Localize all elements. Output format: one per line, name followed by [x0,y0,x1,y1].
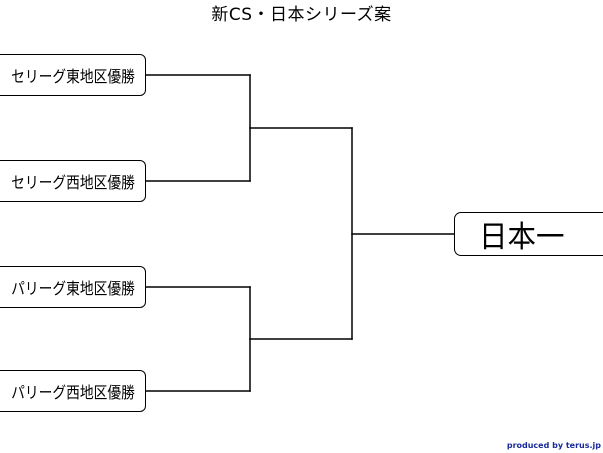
team-box-central-west: セリーグ西地区優勝 [0,160,146,202]
team-box-central-east: セリーグ東地区優勝 [0,54,146,96]
champion-label: 日本一 [479,220,565,255]
team-label-central-west: セリーグ西地区優勝 [11,173,135,192]
team-box-pacific-west: パリーグ西地区優勝 [0,370,146,412]
credit-text: produced by terus.jp [506,441,601,450]
champion-box: 日本一 [454,212,603,256]
team-label-central-east: セリーグ東地区優勝 [11,67,135,86]
team-label-pacific-east: パリーグ東地区優勝 [11,279,135,298]
team-box-pacific-east: パリーグ東地区優勝 [0,266,146,308]
page-title: 新CS・日本シリーズ案 [211,5,392,25]
team-label-pacific-west: パリーグ西地区優勝 [11,383,135,402]
